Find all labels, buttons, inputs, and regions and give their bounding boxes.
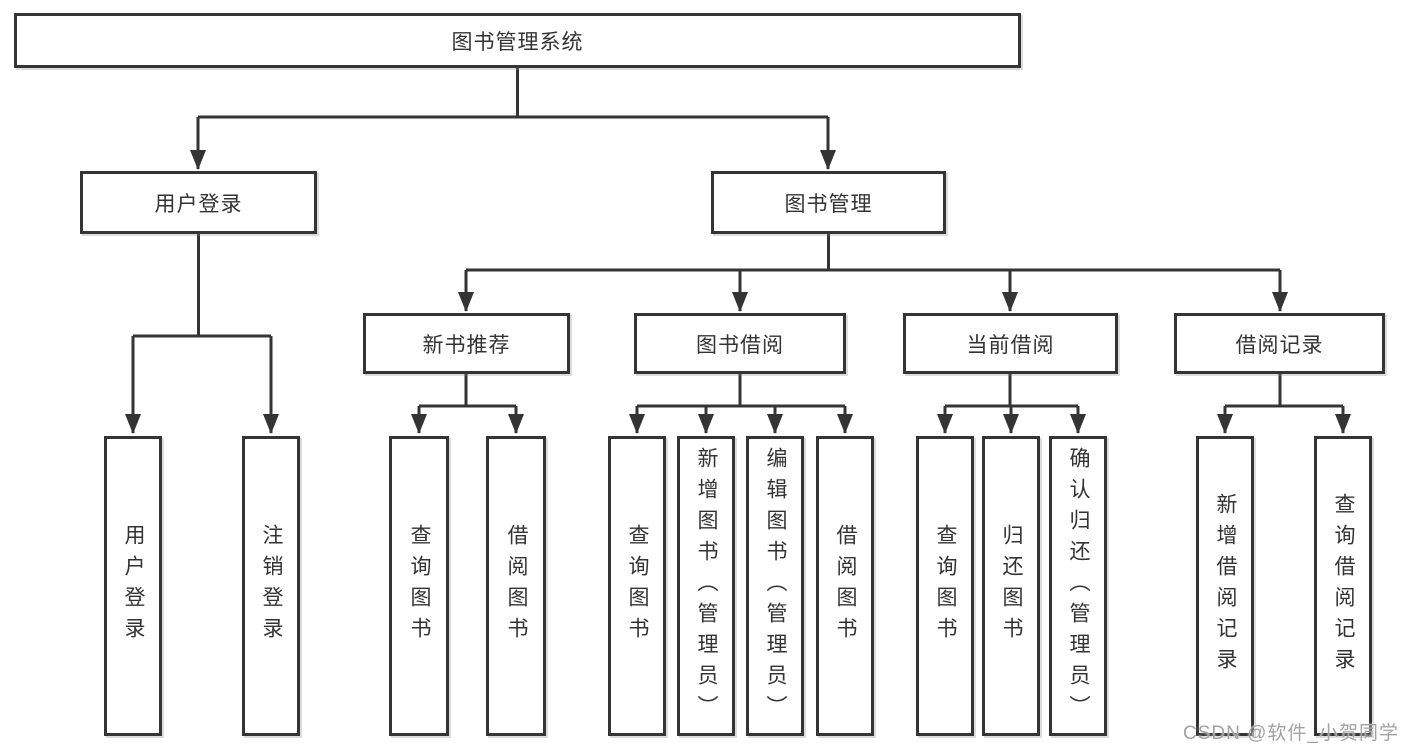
node-label: 新书推荐 (422, 333, 511, 357)
node-new-book-recommendation: 新书推荐 (363, 313, 570, 374)
node-current-borrowing: 当前借阅 (903, 313, 1118, 374)
node-library-system-root: 图书管理系统 (14, 13, 1021, 68)
leaf-borrow-add-books-admin: 新增图书（管理员） (677, 436, 735, 736)
node-label: 借阅记录 (1235, 333, 1324, 357)
leaf-borrow-borrow-books: 借阅图书 (816, 436, 874, 736)
leaf-records-add-borrow-record: 新增借阅记录 (1196, 436, 1254, 736)
node-label: 新增图书（管理员） (695, 446, 718, 726)
node-label: 编辑图书（管理员） (764, 446, 787, 726)
node-label: 用户登录 (154, 192, 243, 216)
leaf-borrow-edit-books-admin: 编辑图书（管理员） (746, 436, 804, 736)
node-label: 注销登录 (260, 524, 283, 648)
leaf-recommend-query-books: 查询图书 (389, 436, 449, 736)
node-book-borrowing: 图书借阅 (634, 313, 846, 374)
leaf-records-query-borrow-record: 查询借阅记录 (1314, 436, 1372, 736)
node-label: 当前借阅 (966, 333, 1055, 357)
node-label: 查询图书 (408, 524, 431, 648)
node-user-login: 用户登录 (80, 171, 317, 234)
leaf-logout: 注销登录 (242, 436, 300, 736)
leaf-current-return-books: 归还图书 (982, 436, 1040, 736)
leaf-current-query-books: 查询图书 (916, 436, 974, 736)
node-label: 查询图书 (934, 524, 957, 648)
node-label: 用户登录 (122, 524, 145, 648)
node-label: 图书管理系统 (451, 30, 584, 54)
node-label: 借阅图书 (505, 524, 528, 648)
leaf-user-login: 用户登录 (104, 436, 162, 736)
node-label: 查询借阅记录 (1332, 493, 1355, 679)
node-book-management: 图书管理 (711, 171, 946, 234)
node-label: 图书管理 (784, 192, 873, 216)
leaf-current-confirm-return-admin: 确认归还（管理员） (1049, 436, 1107, 736)
node-label: 确认归还（管理员） (1067, 446, 1090, 726)
node-borrowing-records: 借阅记录 (1174, 313, 1385, 374)
node-label: 查询图书 (626, 524, 649, 648)
csdn-watermark: CSDN @软件_小贺同学 (1183, 723, 1399, 744)
leaf-recommend-borrow-books: 借阅图书 (486, 436, 546, 736)
node-label: 借阅图书 (834, 524, 857, 648)
leaf-borrow-query-books: 查询图书 (608, 436, 666, 736)
node-label: 归还图书 (1000, 524, 1023, 648)
node-label: 新增借阅记录 (1214, 493, 1237, 679)
node-label: 图书借阅 (696, 333, 784, 357)
